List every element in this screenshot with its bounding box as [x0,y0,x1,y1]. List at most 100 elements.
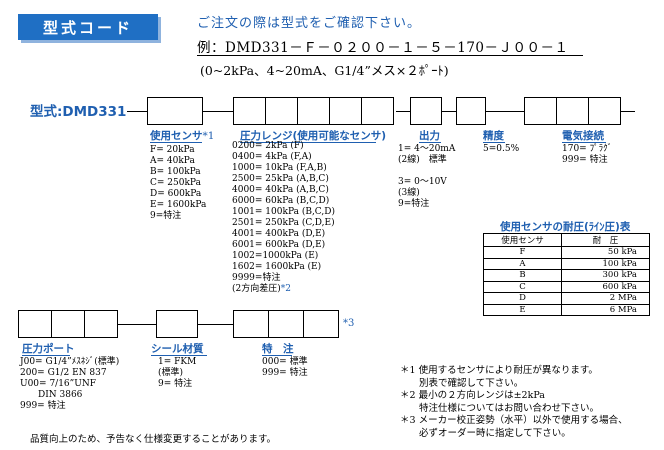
seal-code-box[interactable] [156,310,198,338]
separator [396,111,410,112]
range-digit-box[interactable] [233,97,266,125]
connection-underline [562,142,606,143]
table-cell: 2 MPa [561,292,650,305]
seal-title: シール材質 [151,343,204,355]
table-cell: 100 kPa [561,257,650,270]
connection-digit-box[interactable] [556,97,589,125]
table-row: D 2 MPa [483,292,650,305]
list-item: 1000= 10kPa (F,A,B) [232,163,327,173]
table-cell: A [483,257,562,270]
list-item [398,166,455,177]
seal-list: 1= FKM (標準) 9= 特注 [158,357,196,390]
list-item: F= 20kPa [150,145,195,155]
special-digit-box[interactable] [268,310,304,338]
list-item: 9=特注 [150,211,182,221]
list-item: 0200= 2kPa (F) [232,141,304,151]
seal-underline [151,355,207,356]
order-example: 例：DMD331－Ｆ－０２００－１－５－170－Ｊ００－１ [197,40,569,56]
range-underline [240,142,376,143]
accuracy-list: 5=0.5% [483,144,519,155]
table-row: E 6 MPa [483,303,650,316]
footnote-line: 必ずオーダー時に指定して下さい。 [400,427,571,439]
range-digit-box[interactable] [361,97,394,125]
port-digit-box[interactable] [18,310,52,338]
separator [198,324,233,325]
list-item: (2線) 標準 [398,155,447,165]
table-row: F 50 kPa [483,246,650,259]
special-list: 000= 標準 999= 特注 [262,357,308,379]
list-item: 1= 4～20mA [398,144,456,154]
list-item: 1602= 1600kPa (E) [232,262,322,272]
list-item: U00= 7/16”UNF [20,379,96,389]
port-underline [22,355,70,356]
sensor-code-box[interactable] [147,97,203,125]
list-item: 3= 0～10V [398,177,447,187]
spec-change-notice: 品質向上のため、予告なく仕様変更することがあります。 [30,434,277,445]
separator [486,111,524,112]
port-code-boxes [18,310,118,338]
range-digit-box[interactable] [297,97,330,125]
table-cell: 6 MPa [561,303,650,316]
list-item: A= 40kPa [150,156,195,166]
table-cell: 50 kPa [561,246,650,259]
output-title: 出力 [419,130,440,142]
accuracy-code-box[interactable] [456,97,486,125]
connection-digit-box[interactable] [524,97,557,125]
footnote-line: ＊1 使用するセンサにより耐圧が異なります。 [400,365,598,376]
table-cell: B [483,269,562,282]
list-item: (標準) [158,368,184,378]
port-list: J00= G1/4”ﾒｽﾈｼﾞ(標準) 200= G1/2 EN 837 U00… [20,357,119,412]
list-item: 000= 標準 [262,357,308,367]
page-title: 型式コード [18,14,158,40]
special-note-mark: *3 [343,318,355,329]
range-code-boxes [233,97,394,125]
range-list: 0200= 2kPa (F) 0400= 4kPa (F,A) 1000= 10… [232,141,335,295]
example-underline [197,55,583,56]
sensor-title: 使用センサ*1 [150,130,215,142]
footnote-line: ＊3 メーカー校正姿勢（水平）以外で使用する場合、 [400,415,628,426]
output-code-box[interactable] [410,97,442,125]
list-item: 2500= 25kPa (A,B,C) [232,174,329,184]
list-item: DIN 3866 [20,390,83,400]
list-item: 4001= 400kPa (D,E) [232,229,326,239]
range-digit-box[interactable] [329,97,362,125]
list-item: 200= G1/2 EN 837 [20,368,107,378]
table-row: A 100 kPa [483,257,650,270]
port-digit-box[interactable] [51,310,85,338]
footnotes: ＊1 使用するセンサにより耐圧が異なります。 別表で確認して下さい。 ＊2 最小… [400,365,628,440]
range-digit-box[interactable] [265,97,298,125]
list-item: 6000= 60kPa (B,C,D) [232,196,330,206]
model-label: 型式:DMD331 [30,104,127,120]
list-item: 9999=特注 [232,273,281,283]
order-note: ご注文の際は型式をご確認下さい。 [197,16,422,31]
list-item: 1= FKM [158,357,197,367]
port-digit-box[interactable] [84,310,118,338]
accuracy-title: 精度 [483,130,504,142]
sensor-underline [150,142,202,143]
list-item: 4000= 40kPa (A,B,C) [232,185,329,195]
output-underline [419,142,441,143]
connection-digit-box[interactable] [588,97,621,125]
separator [118,324,156,325]
list-item: 1002=1000kPa (E) [232,251,319,261]
connection-title: 電気接続 [562,130,604,142]
special-digit-box[interactable] [233,310,269,338]
pressure-table-title: 使用センサの耐圧(ﾗｲﾝ圧)表 [500,221,631,233]
special-digit-box[interactable] [303,310,339,338]
list-item: (2方向差圧)*2 [232,284,291,294]
example-spec: (0~2kPa、4~20mA、G1/4”メス×２ﾎﾟｰﾄ) [200,63,449,78]
list-item: 999= 特注 [262,368,308,378]
port-title: 圧力ポート [22,343,75,355]
list-item: 6001= 600kPa (D,E) [232,240,326,250]
list-item: E= 1600kPa [150,200,207,210]
footnote-line: 別表で確認して下さい。 [400,377,524,389]
list-item: B= 100kPa [150,167,201,177]
special-code-boxes [233,310,339,338]
list-item: 0400= 4kPa (F,A) [232,152,312,162]
table-row: B 300 kPa [483,269,650,282]
list-item: 999= 特注 [562,155,608,165]
footnote-line: ＊2 最小の２方向レンジは±2kPa [400,390,545,401]
list-item: (3線) [398,188,420,198]
list-item: 999= 特注 [20,401,66,411]
table-cell: 300 kPa [561,269,650,282]
